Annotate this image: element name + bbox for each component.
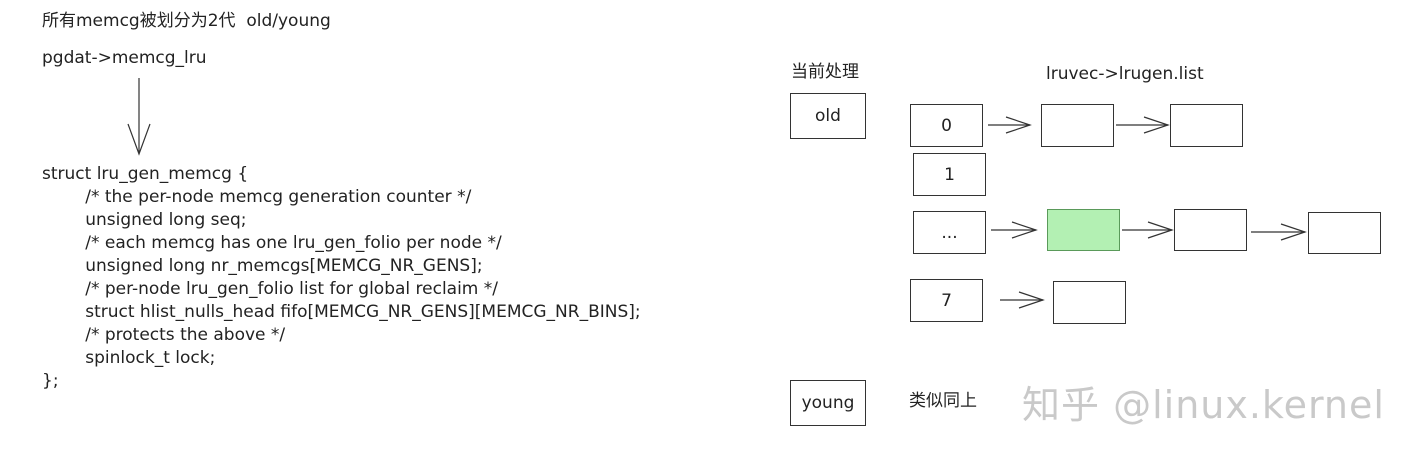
list-node — [1053, 281, 1126, 324]
watermark: 知乎 @linux.kernel — [1022, 383, 1385, 427]
code-line: unsigned long nr_memcgs[MEMCG_NR_GENS]; — [42, 256, 483, 276]
same-as-above-label: 类似同上 — [909, 391, 977, 411]
right-arrow-icon — [988, 116, 1032, 134]
right-arrow-icon — [1000, 291, 1045, 309]
pgdat-label: pgdat->memcg_lru — [42, 48, 207, 68]
list-node — [1174, 209, 1247, 251]
code-line: spinlock_t lock; — [42, 348, 216, 368]
right-arrow-icon — [991, 221, 1038, 239]
lrugen-label: lruvec->lrugen.list — [1046, 64, 1204, 84]
old-box: old — [790, 93, 866, 139]
list-node — [1308, 212, 1381, 254]
right-arrow-icon — [1251, 223, 1307, 241]
down-arrow-icon — [127, 78, 151, 156]
gen-index-box: 0 — [910, 104, 983, 147]
right-arrow-icon — [1116, 116, 1170, 134]
code-line: /* each memcg has one lru_gen_folio per … — [42, 233, 502, 253]
gen-index-box: ... — [913, 211, 986, 254]
list-node — [1170, 104, 1243, 147]
right-arrow-icon — [1122, 221, 1174, 239]
gen-index-box: 7 — [910, 279, 983, 322]
code-line: struct lru_gen_memcg { — [42, 164, 249, 184]
gen-index-box: 1 — [913, 153, 986, 196]
code-line: struct hlist_nulls_head fifo[MEMCG_NR_GE… — [42, 302, 641, 322]
code-line: /* the per-node memcg generation counter… — [42, 187, 472, 207]
current-label: 当前处理 — [791, 62, 859, 82]
young-box: young — [790, 380, 866, 426]
list-node-highlighted — [1047, 209, 1120, 251]
code-line: /* per-node lru_gen_folio list for globa… — [42, 279, 499, 299]
diagram-title: 所有memcg被划分为2代 old/young — [42, 11, 331, 31]
code-line: }; — [42, 371, 59, 391]
code-line: unsigned long seq; — [42, 210, 247, 230]
code-line: /* protects the above */ — [42, 325, 286, 345]
list-node — [1041, 104, 1114, 147]
